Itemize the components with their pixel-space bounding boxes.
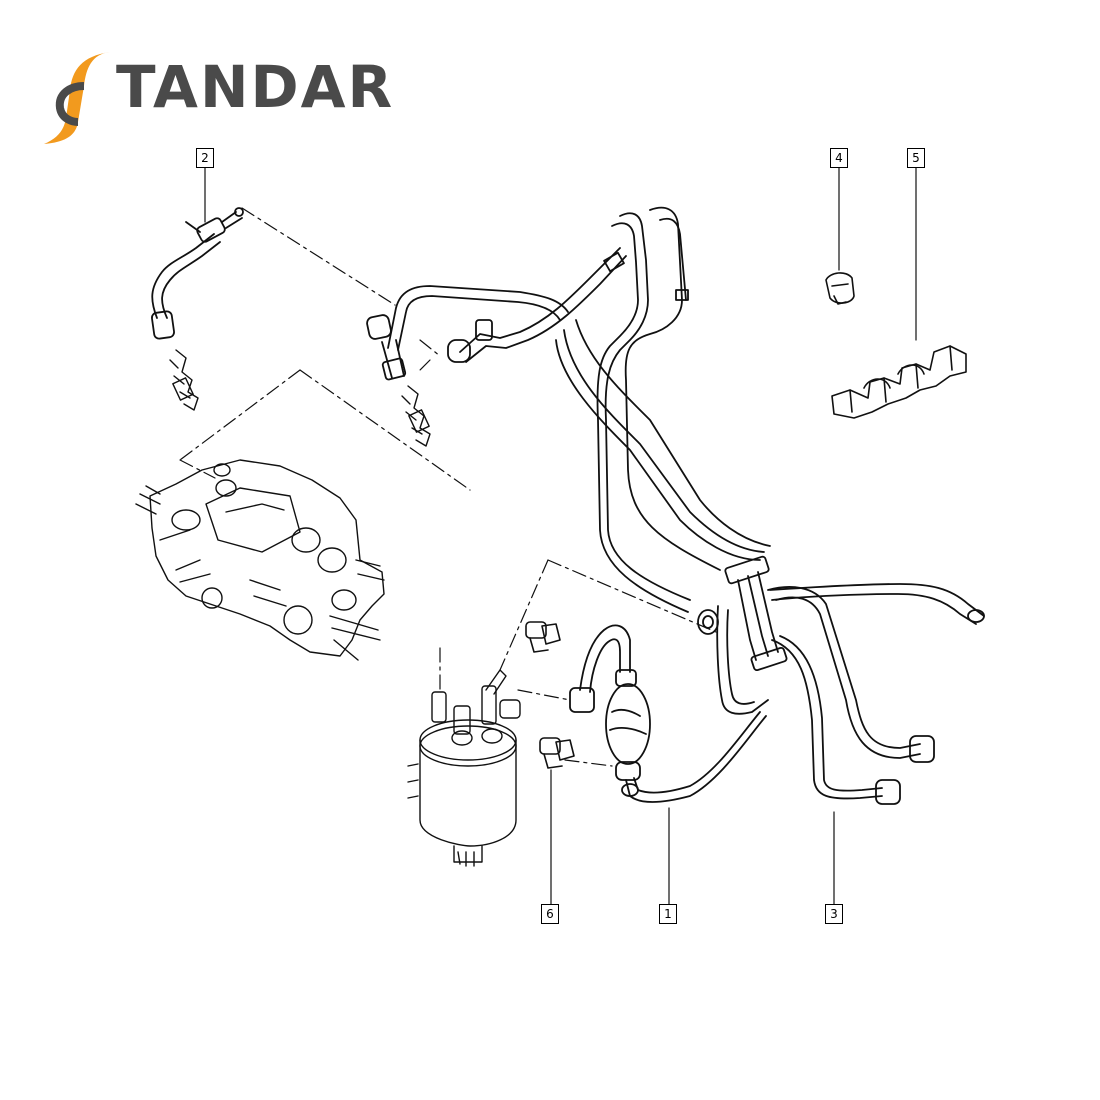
callout-5: 5 bbox=[907, 148, 925, 168]
part-5-bracket bbox=[831, 345, 967, 419]
callout-6: 6 bbox=[541, 904, 559, 924]
part-1-primer-hose bbox=[569, 624, 767, 803]
part-2-pipe bbox=[151, 207, 244, 340]
callout-leaders bbox=[204, 166, 917, 905]
fitting-right bbox=[401, 385, 431, 447]
part-4-clip bbox=[825, 272, 855, 305]
brand-logo-mark bbox=[44, 52, 110, 144]
hose-clip bbox=[525, 621, 561, 653]
injection-pump bbox=[135, 459, 385, 661]
assembly-guide-lines bbox=[179, 207, 717, 767]
callout-1: 1 bbox=[659, 904, 677, 924]
pipe-clamp-junction bbox=[697, 555, 985, 805]
part-6-clip bbox=[539, 737, 575, 769]
fuel-filter bbox=[407, 669, 521, 867]
brand-logo bbox=[40, 46, 440, 146]
callout-2: 2 bbox=[196, 148, 214, 168]
callout-4: 4 bbox=[830, 148, 848, 168]
callout-3: 3 bbox=[825, 904, 843, 924]
main-fuel-lines bbox=[555, 206, 771, 613]
upper-fuel-lines bbox=[366, 247, 627, 381]
brand-wordmark: TANDAR bbox=[116, 53, 395, 121]
fitting-left bbox=[169, 349, 199, 411]
